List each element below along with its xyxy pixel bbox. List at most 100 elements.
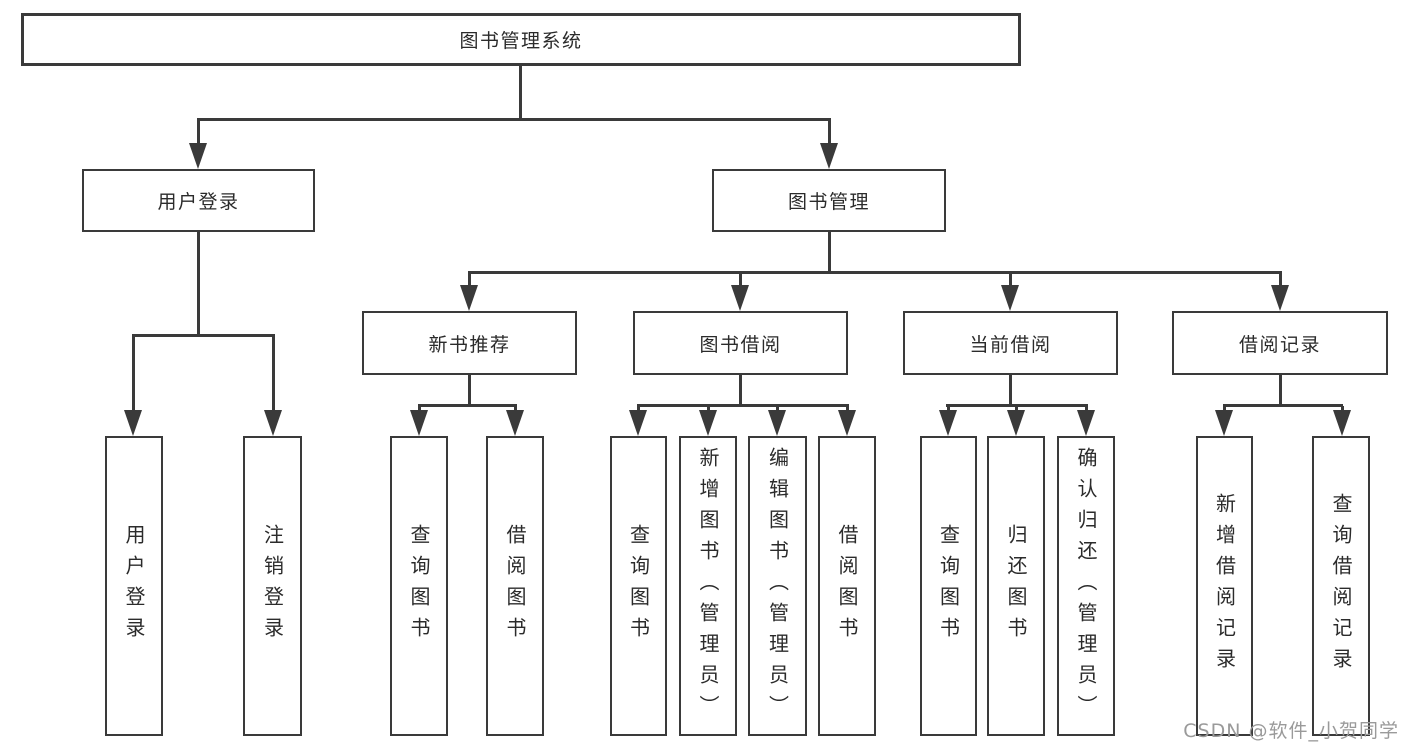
leaf-edit-books-admin-label: 编辑图书（管理员） (765, 446, 790, 726)
node-user-login: 用户登录 (82, 169, 315, 232)
arrow-stem (1008, 273, 1012, 287)
leaf-recommend-borrow-books: 借阅图书 (486, 436, 544, 736)
leaf-add-books-admin: 新增图书（管理员） (679, 436, 737, 736)
connector-hline (637, 404, 849, 407)
arrow-stem (845, 406, 849, 412)
leaf-current-query-books-label: 查询图书 (936, 524, 961, 648)
leaf-user-login-label: 用户登录 (122, 524, 146, 648)
leaf-return-books-label: 归还图书 (1004, 524, 1028, 648)
node-current-borrowing: 当前借阅 (903, 311, 1118, 375)
arrowhead-down-icon (1271, 285, 1289, 311)
node-book-borrowing-label: 图书借阅 (699, 333, 782, 356)
connector-vline (739, 373, 742, 407)
arrow-stem (131, 336, 135, 412)
arrowhead-down-icon (731, 285, 749, 311)
node-current-borrowing-label: 当前借阅 (969, 333, 1052, 356)
leaf-current-query-books: 查询图书 (920, 436, 977, 736)
node-book-management-label: 图书管理 (787, 191, 870, 213)
arrow-stem (1278, 273, 1282, 287)
connector-arrow-down (1007, 406, 1025, 436)
connector-hline (468, 271, 1282, 274)
leaf-query-borrow-record-label: 查询借阅记录 (1329, 493, 1353, 679)
watermark: CSDN @软件_小贺同学 (1183, 720, 1399, 742)
leaf-recommend-borrow-books-label: 借阅图书 (503, 524, 527, 648)
connector-arrow-down (838, 406, 856, 436)
arrow-stem (1014, 406, 1018, 412)
connector-arrow-down (939, 406, 957, 436)
leaf-return-books: 归还图书 (987, 436, 1045, 736)
arrowhead-down-icon (410, 410, 428, 436)
arrowhead-down-icon (124, 410, 142, 436)
connector-arrow-down (1001, 273, 1019, 311)
leaf-logout: 注销登录 (243, 436, 302, 736)
arrow-stem (1084, 406, 1088, 412)
connector-arrow-down (1271, 273, 1289, 311)
connector-arrow-down (731, 273, 749, 311)
leaf-add-books-admin-label: 新增图书（管理员） (696, 446, 720, 726)
connector-hline (132, 334, 275, 337)
connector-arrow-down (124, 336, 142, 436)
leaf-recommend-query-books-label: 查询图书 (407, 524, 431, 648)
leaf-add-borrow-record: 新增借阅记录 (1196, 436, 1253, 736)
arrow-stem (827, 120, 831, 145)
arrow-stem (1222, 406, 1226, 412)
node-book-management: 图书管理 (712, 169, 946, 232)
node-new-book-recommend-label: 新书推荐 (428, 333, 511, 356)
node-user-login-label: 用户登录 (157, 191, 240, 213)
node-book-borrowing: 图书借阅 (633, 311, 848, 375)
node-root: 图书管理系统 (21, 13, 1021, 66)
arrowhead-down-icon (838, 410, 856, 436)
leaf-recommend-query-books: 查询图书 (390, 436, 448, 736)
arrowhead-down-icon (1001, 285, 1019, 311)
arrowhead-down-icon (939, 410, 957, 436)
connector-vline (519, 64, 522, 121)
arrow-stem (706, 406, 710, 412)
leaf-confirm-return-admin-label: 确认归还（管理员） (1074, 446, 1098, 726)
leaf-logout-label: 注销登录 (260, 524, 285, 648)
leaf-borrowing-borrow-books-label: 借阅图书 (835, 524, 859, 648)
connector-hline (946, 404, 1088, 407)
connector-arrow-down (1333, 406, 1351, 436)
connector-vline (197, 230, 200, 337)
arrowhead-down-icon (506, 410, 524, 436)
arrowhead-down-icon (264, 410, 282, 436)
node-new-book-recommend: 新书推荐 (362, 311, 577, 375)
leaf-edit-books-admin: 编辑图书（管理员） (748, 436, 807, 736)
arrow-stem (946, 406, 950, 412)
connector-vline (468, 373, 471, 407)
connector-arrow-down (1077, 406, 1095, 436)
arrowhead-down-icon (820, 143, 838, 169)
leaf-borrowing-query-books: 查询图书 (610, 436, 667, 736)
arrow-stem (636, 406, 640, 412)
connector-arrow-down (189, 120, 207, 169)
arrowhead-down-icon (460, 285, 478, 311)
arrowhead-down-icon (1007, 410, 1025, 436)
connector-arrow-down (629, 406, 647, 436)
leaf-confirm-return-admin: 确认归还（管理员） (1057, 436, 1115, 736)
connector-arrow-down (460, 273, 478, 311)
arrow-stem (271, 336, 275, 412)
connector-arrow-down (410, 406, 428, 436)
arrow-stem (738, 273, 742, 287)
arrowhead-down-icon (699, 410, 717, 436)
node-root-label: 图书管理系统 (459, 30, 583, 52)
connector-vline (1279, 373, 1282, 407)
arrow-stem (467, 273, 471, 287)
node-borrowing-records-label: 借阅记录 (1238, 333, 1321, 356)
arrow-stem (417, 406, 421, 412)
connector-arrow-down (820, 120, 838, 169)
arrowhead-down-icon (768, 410, 786, 436)
connector-arrow-down (1215, 406, 1233, 436)
connector-hline (418, 404, 517, 407)
connector-arrow-down (506, 406, 524, 436)
leaf-borrowing-borrow-books: 借阅图书 (818, 436, 876, 736)
connector-vline (828, 230, 831, 274)
arrowhead-down-icon (1215, 410, 1233, 436)
arrowhead-down-icon (1333, 410, 1351, 436)
leaf-query-borrow-record: 查询借阅记录 (1312, 436, 1370, 736)
connector-vline (1009, 373, 1012, 407)
arrowhead-down-icon (629, 410, 647, 436)
connector-hline (197, 118, 831, 121)
leaf-user-login: 用户登录 (105, 436, 163, 736)
